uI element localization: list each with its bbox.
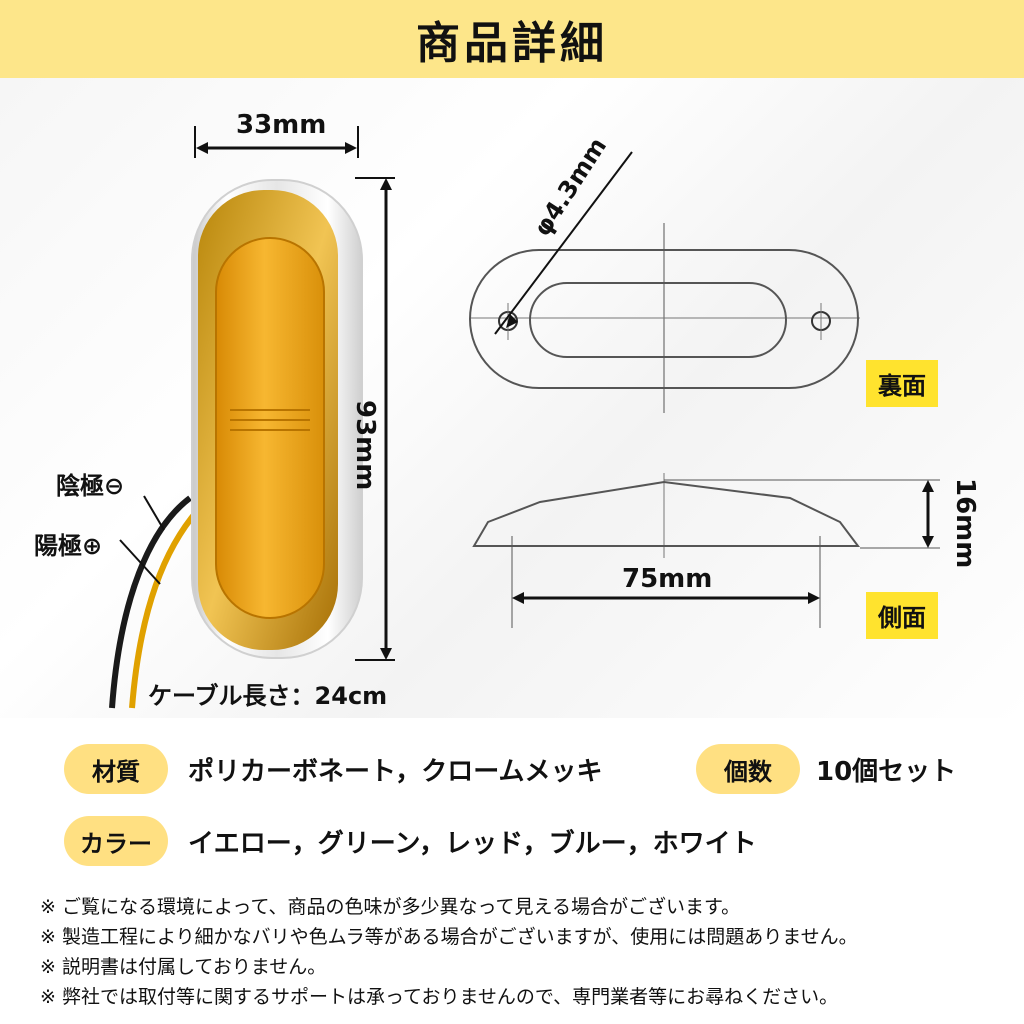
side-length-label: 75mm [622,564,713,594]
note-item: ※ 弊社では取付等に関するサポートは承っておりませんので、専門業者等にお尋ねくだ… [40,986,839,1008]
material-value: ポリカーボネート，クロームメッキ [188,756,603,787]
cable-length: ケーブル長さ：24cm [148,682,388,710]
wire-yellow [129,508,201,709]
back-view-outline [469,249,859,389]
product-illustration: 33mm 93mm φ4.3mm 75mm 16mm 裏面 側面 陰極⊖ 陽極⊕ [0,78,1024,718]
note-item: ※ 説明書は付属しておりません。 [40,956,327,978]
lamp-lens [215,237,325,619]
color-label: カラー [64,816,168,866]
color-value: イエロー，グリーン，レッド，ブルー，ホワイト [188,828,757,859]
width-label: 33mm [236,110,327,140]
back-view-slot [529,282,787,358]
page-title: 商品詳細 [416,18,608,69]
count-label: 個数 [696,744,800,794]
side-height-label: 16mm [950,478,980,569]
spec-color-row: カラー イエロー，グリーン，レッド，ブルー，ホワイト [64,816,757,866]
notes-list: ※ ご覧になる環境によって、商品の色味が多少異なって見える場合がございます。 ※… [40,892,858,1012]
wire-black [109,495,192,709]
product-drawing [109,126,940,709]
back-view-tag: 裏面 [866,360,938,407]
spec-material-row: 材質 ポリカーボネート，クロームメッキ [64,744,602,794]
spec-count-row: 個数 10個セット [696,744,956,794]
note-item: ※ ご覧になる環境によって、商品の色味が多少異なって見える場合がございます。 [40,896,741,918]
note-item: ※ 製造工程により細かなバリや色ムラ等がある場合がございますが、使用には問題あり… [40,926,858,948]
side-view-profile [472,480,860,547]
positive-wire-label: 陽極⊕ [34,532,103,560]
material-label: 材質 [64,744,168,794]
side-view-tag: 側面 [866,592,938,639]
negative-wire-label: 陰極⊖ [56,472,125,500]
height-label: 93mm [350,400,380,491]
page-header: 商品詳細 [0,0,1024,78]
count-value: 10個セット [816,756,957,787]
